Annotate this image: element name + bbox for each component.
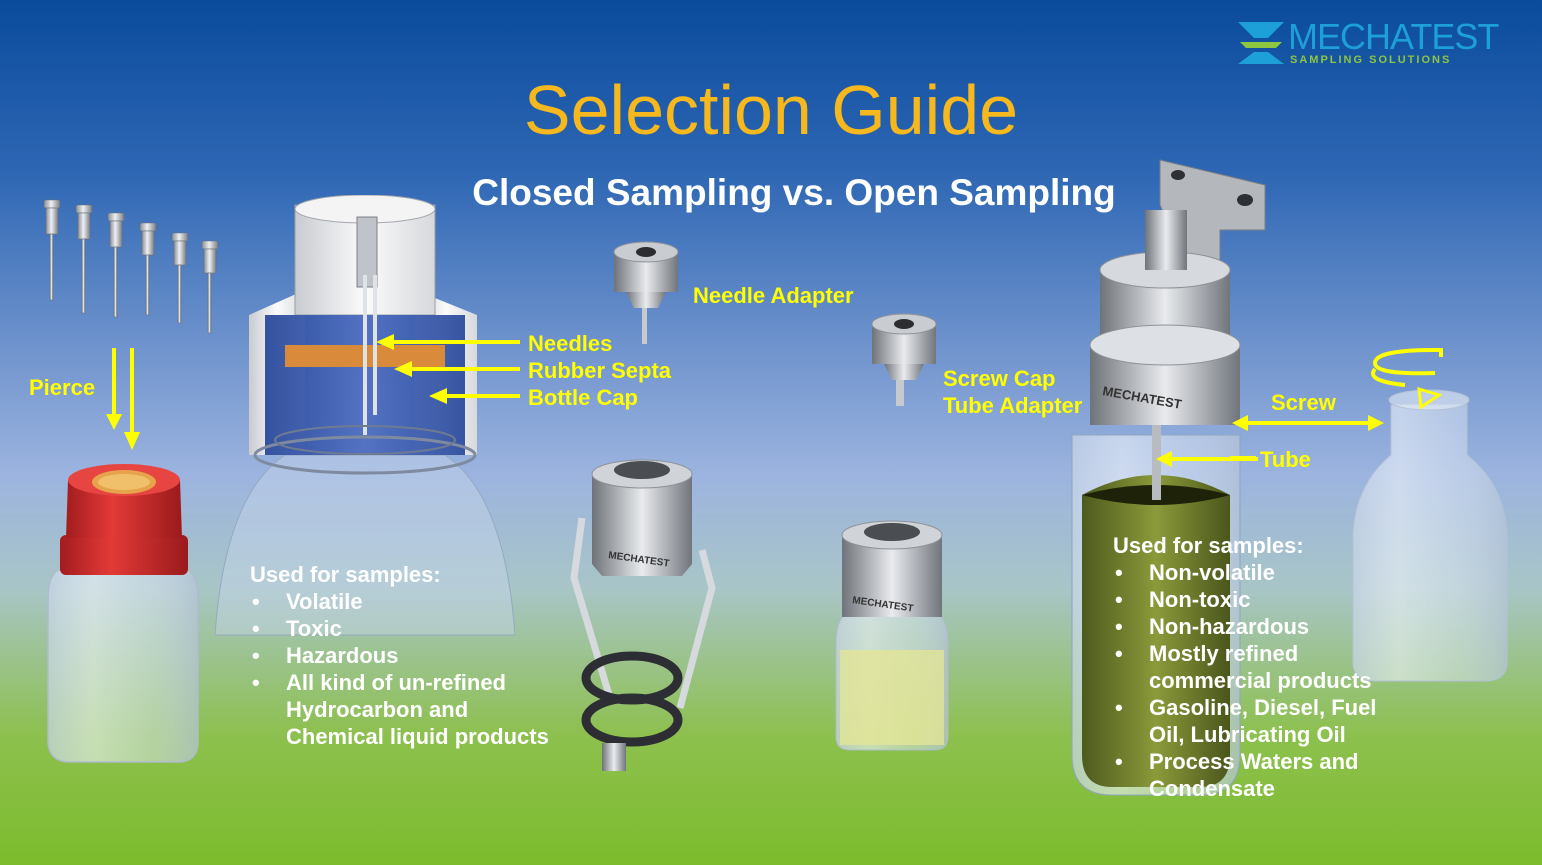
needle-adapter-label: Needle Adapter [693, 283, 854, 308]
list-item: Hazardous [250, 642, 549, 669]
needles-illustration [43, 199, 219, 334]
mechatest-logo: MECHATEST SAMPLING SOLUTIONS [1238, 16, 1499, 68]
tube-label: Tube [1260, 447, 1311, 472]
list-item: Non-volatile [1113, 559, 1376, 586]
screw-cap-adapter-illustration [871, 313, 937, 406]
list-item: Mostly refined [1113, 640, 1376, 667]
page-subtitle: Closed Sampling vs. Open Sampling [472, 172, 1116, 213]
list-item-continuation: Condensate [1149, 776, 1275, 801]
logo-mark-icon [1238, 22, 1284, 64]
list-item: Non-toxic [1113, 586, 1376, 613]
septum-bottle-illustration [47, 464, 199, 763]
list-item: All kind of un-refined [250, 669, 549, 696]
page-title: Selection Guide [523, 71, 1019, 149]
list-item-continuation: Oil, Lubricating Oil [1149, 722, 1346, 747]
open-sampling-uses: Used for samples: Non-volatile Non-toxic… [1113, 533, 1376, 802]
closed-sampling-cutaway-illustration [215, 195, 515, 636]
bottle-cap-label: Bottle Cap [528, 385, 638, 410]
list-item-continuation: Hydrocarbon and [286, 697, 469, 722]
list-item: Gasoline, Diesel, Fuel [1113, 694, 1376, 721]
needle-holder-illustration: MECHATEST [570, 459, 716, 771]
closed-sampling-uses: Used for samples: Volatile Toxic Hazardo… [250, 562, 549, 750]
list-item: Volatile [250, 588, 549, 615]
needles-label: Needles [528, 331, 613, 356]
list-item: Process Waters and [1113, 748, 1376, 775]
pierce-arrows-icon [106, 348, 140, 450]
closed-uses-heading: Used for samples: [250, 562, 441, 587]
closed-uses-list: Volatile Toxic Hazardous All kind of un-… [250, 588, 549, 750]
closed-part-arrows-icon [376, 334, 520, 404]
pierce-label: Pierce [29, 375, 96, 400]
list-item-continuation: commercial products [1149, 668, 1372, 693]
screw-label: Screw [1271, 390, 1336, 415]
tube-arrow-icon [1156, 451, 1258, 467]
tube-adapter-label: Tube Adapter [943, 393, 1083, 418]
open-uses-list: Non-volatile Non-toxic Non-hazardous Mos… [1113, 559, 1376, 802]
rotate-arrow-icon [1371, 348, 1443, 387]
list-item: Non-hazardous [1113, 613, 1376, 640]
rubber-septa-label: Rubber Septa [528, 358, 672, 383]
small-sample-bottle-illustration: MECHATEST [835, 520, 949, 751]
logo-name: MECHATEST [1288, 16, 1499, 57]
needle-adapter-illustration [613, 241, 679, 344]
list-item-continuation: Chemical liquid products [286, 724, 549, 749]
logo-tagline: SAMPLING SOLUTIONS [1290, 54, 1452, 66]
open-uses-heading: Used for samples: [1113, 533, 1304, 558]
screw-cap-label: Screw Cap [943, 366, 1056, 391]
list-item: Toxic [250, 615, 549, 642]
open-bottle-illustration [1352, 348, 1508, 682]
